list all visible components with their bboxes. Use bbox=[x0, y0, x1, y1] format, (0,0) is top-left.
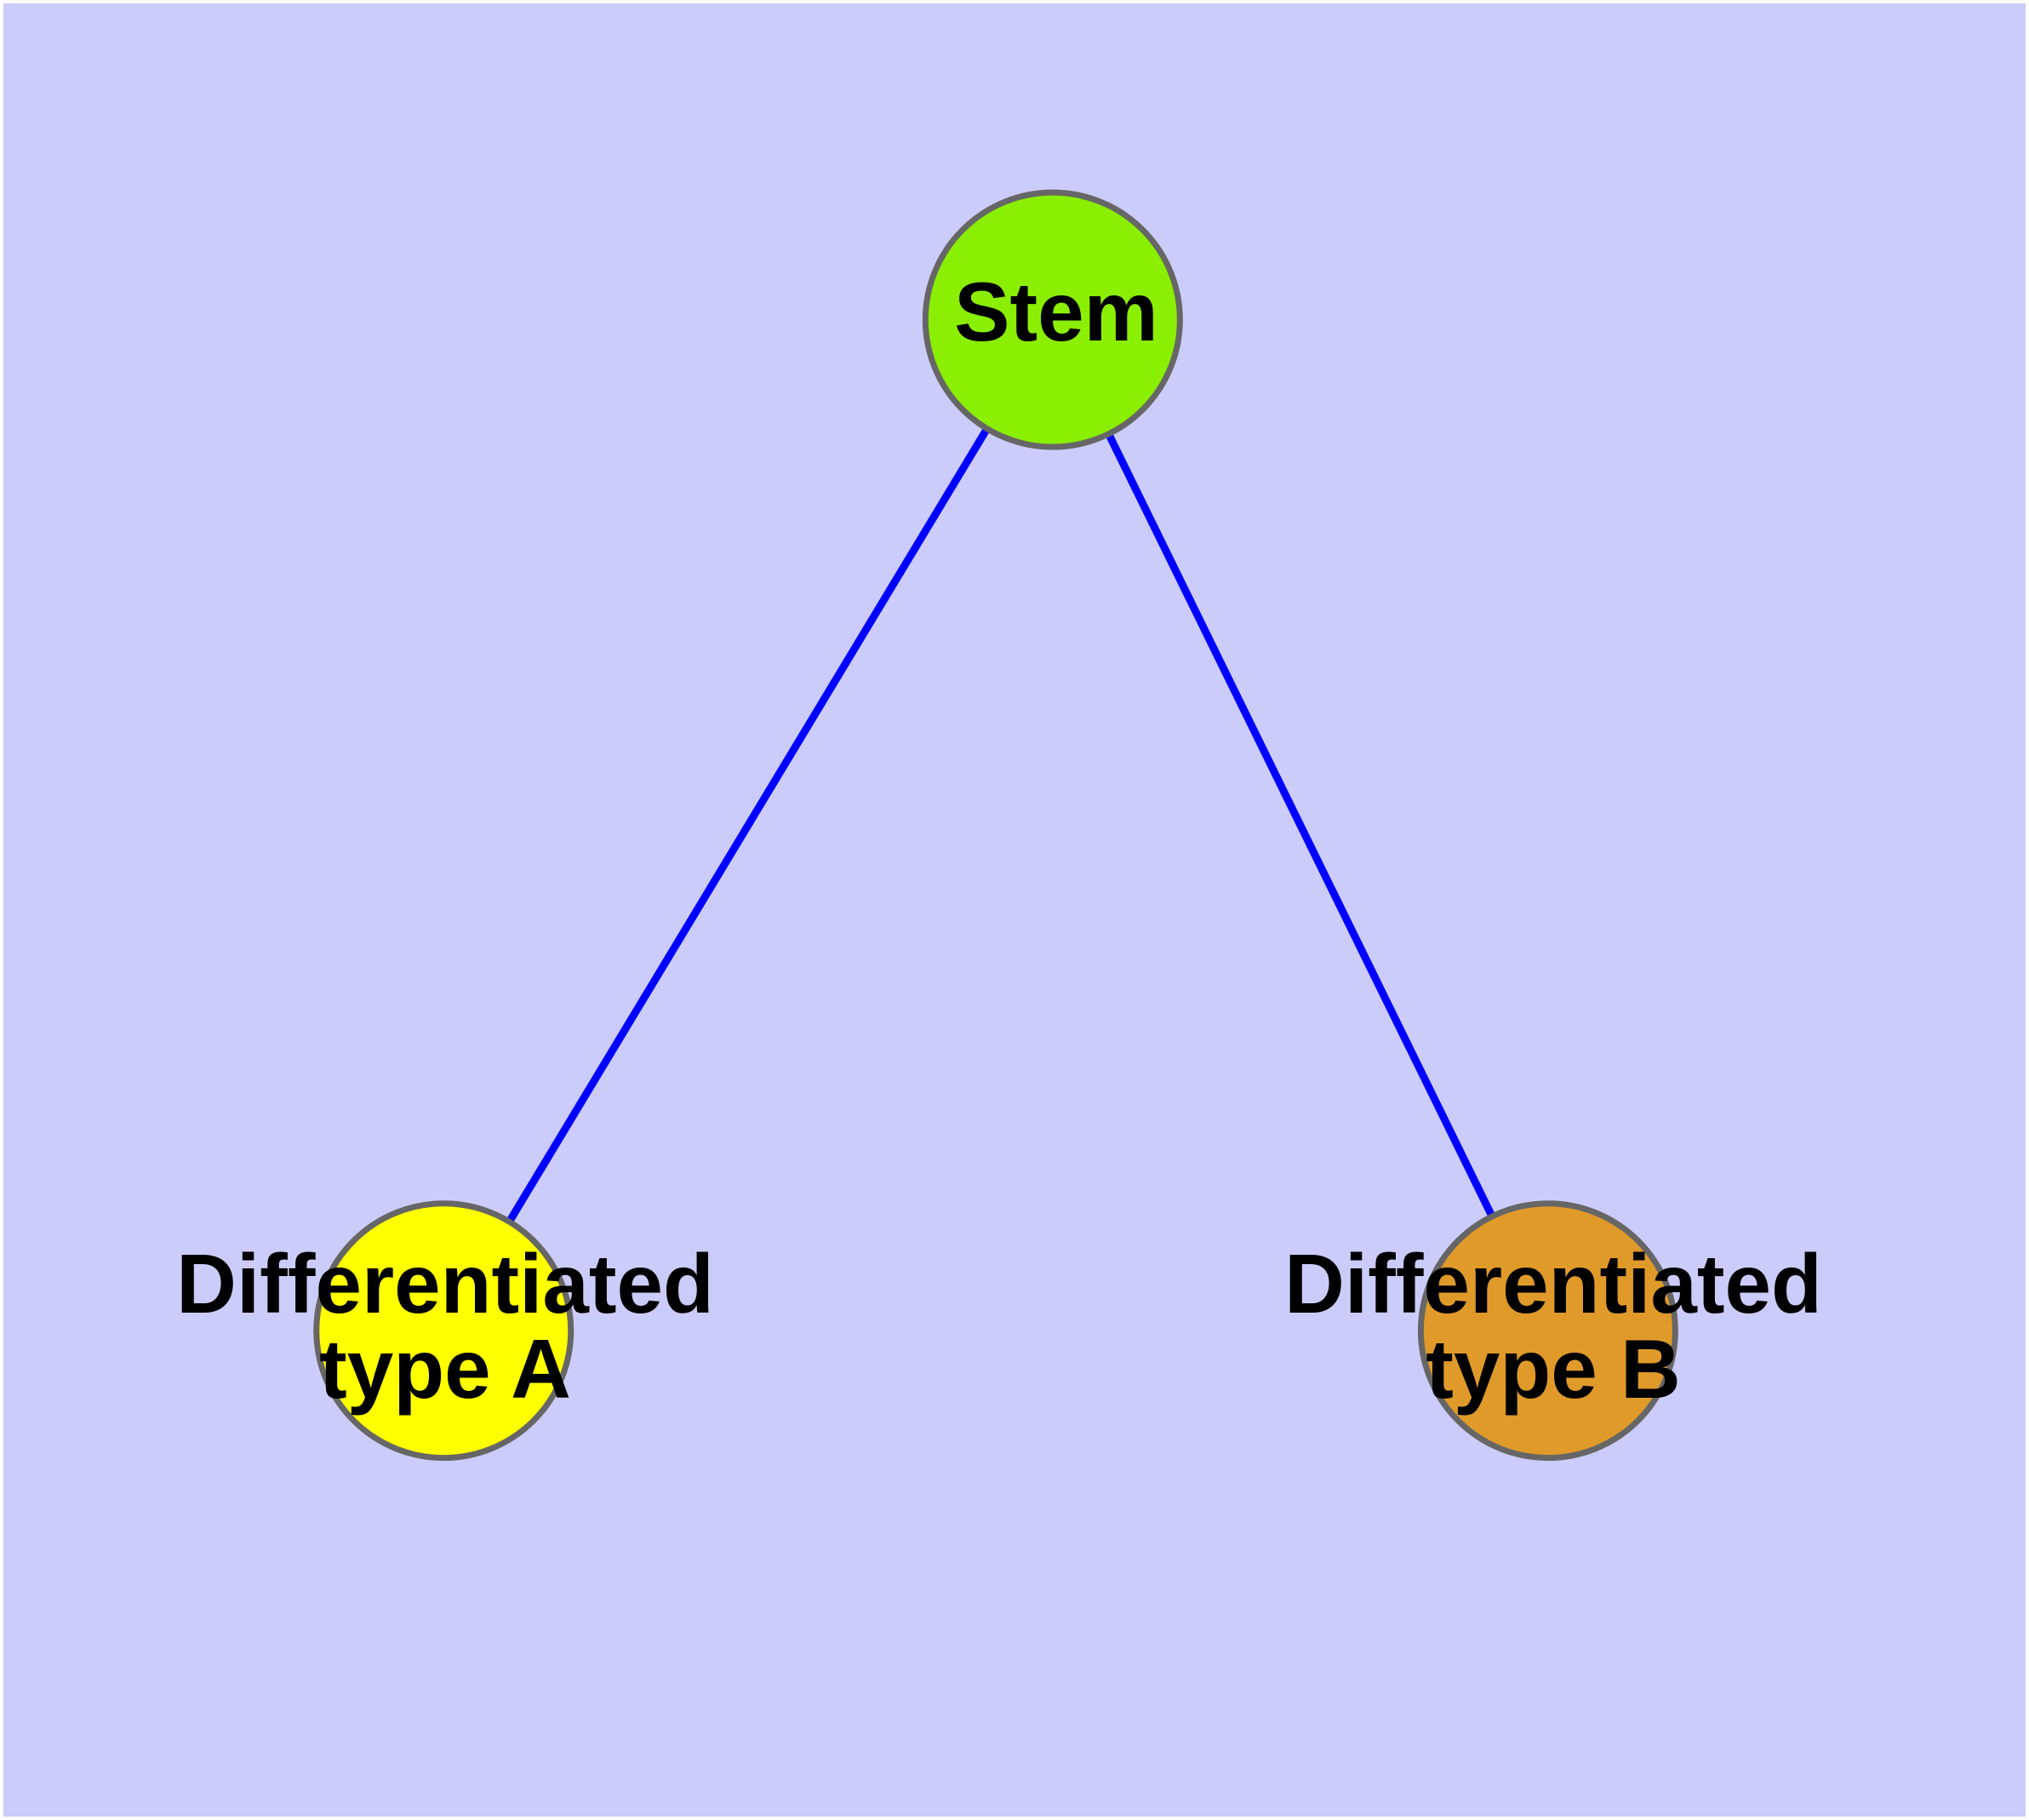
node-diff-a[interactable] bbox=[313, 1200, 574, 1462]
node-layer bbox=[313, 189, 1678, 1462]
node-diff-b[interactable] bbox=[1417, 1200, 1678, 1462]
edge-layer bbox=[440, 318, 1552, 1333]
node-stem[interactable] bbox=[922, 189, 1183, 450]
graph-svg bbox=[313, 189, 1678, 1462]
edge-stem-to-diff-a[interactable] bbox=[440, 318, 1056, 1333]
edge-stem-to-diff-b[interactable] bbox=[1049, 318, 1552, 1333]
